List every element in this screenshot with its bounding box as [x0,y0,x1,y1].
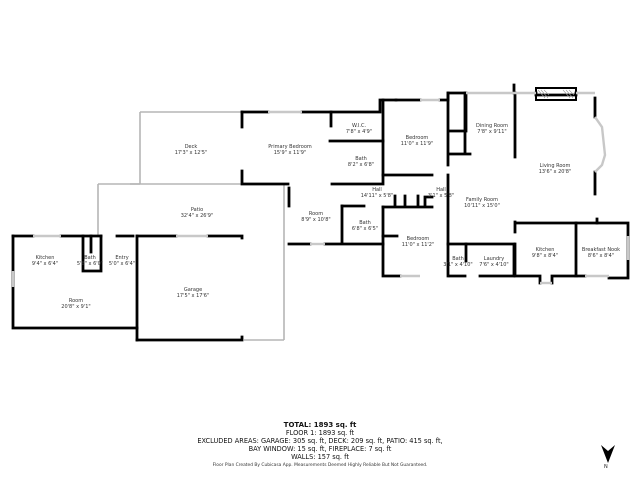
room-dimensions: 3'1" x 4'10" [443,262,473,268]
windows [11,91,630,287]
room-name: Bedroom [405,135,429,141]
area-summary: TOTAL: 1893 sq. ft FLOOR 1: 1893 sq. ft … [0,421,640,461]
walls [11,83,630,342]
room-name: Garage [183,287,203,293]
room-name: Family Room [466,197,498,203]
room-name: Bedroom [406,236,430,242]
room-name: Room [68,298,84,304]
room-name: Patio [190,207,204,213]
room-name: Bath [355,156,367,162]
room-dimensions: 11'0" x 11'2" [401,242,435,248]
room-name: Bath [452,256,464,262]
walls-area: WALLS: 157 sq. ft [291,453,349,461]
room-dimensions: 8'2" x 6'8" [347,162,375,168]
total-area: TOTAL: 1893 sq. ft [283,421,357,429]
room-name: Breakfast Nook [581,247,621,253]
room-dimensions: 9'8" x 8'4" [531,253,559,259]
room-dimensions: 7'6" x 4'10" [479,262,509,268]
room-name: Laundry [483,256,505,262]
room-dimensions: 9'4" x 6'4" [31,261,59,267]
room-dimensions: 11'0" x 11'9" [400,141,434,147]
room-dimensions: 5'0" x 6'4" [108,261,136,267]
room-dimensions: 8'9" x 10'8" [301,217,331,223]
room-name: Living Room [539,163,571,169]
room-dimensions: 5'8" x 6'0" [76,261,104,267]
excluded-areas-line2: BAY WINDOW: 15 sq. ft, FIREPLACE: 7 sq. … [248,445,392,453]
fireplace-icon [537,89,575,99]
floor1-area: FLOOR 1: 1893 sq. ft [285,429,355,437]
room-name: Room [308,211,324,217]
room-name: Bath [84,255,96,261]
compass: N [599,443,617,473]
room-dimensions: 17'3" x 12'5" [174,150,208,156]
room-dimensions: 3'1" x 5'8" [427,193,455,199]
disclaimer: Floor Plan Created By Cubicasa App. Meas… [212,463,428,468]
compass-label: N [604,464,608,470]
room-dimensions: 20'8" x 9'1" [61,304,91,310]
room-dimensions: 7'8" x 4'9" [345,129,373,135]
excluded-areas-line1: EXCLUDED AREAS: GARAGE: 305 sq. ft, DECK… [197,437,443,445]
outdoor-outlines [97,111,285,341]
room-dimensions: 14'11" x 5'8" [360,193,394,199]
room-name: Kitchen [535,247,555,253]
room-name: Kitchen [35,255,55,261]
room-name: Deck [184,144,198,150]
room-dimensions: 10'11" x 15'0" [464,203,500,209]
room-dimensions: 8'6" x 8'4" [587,253,615,259]
room-name: Dining Room [476,123,508,129]
room-dimensions: 13'6" x 20'8" [538,169,572,175]
room-dimensions: 32'4" x 26'9" [180,213,214,219]
room-dimensions: 17'5" x 17'6" [176,293,210,299]
room-name: Hall [436,187,446,193]
room-dimensions: 15'9" x 11'9" [273,150,307,156]
floor-plan [11,83,630,342]
room-dimensions: 7'8" x 9'11" [477,129,507,135]
room-name: W.I.C. [351,123,367,129]
north-arrow-icon [601,445,615,463]
room-name: Bath [359,220,371,226]
room-name: Primary Bedroom [268,144,312,150]
room-dimensions: 6'8" x 6'5" [351,226,379,232]
room-label: W.I.C.7'8" x 4'9" [346,123,372,135]
room-name: Entry [115,255,129,261]
room-name: Hall [372,187,382,193]
